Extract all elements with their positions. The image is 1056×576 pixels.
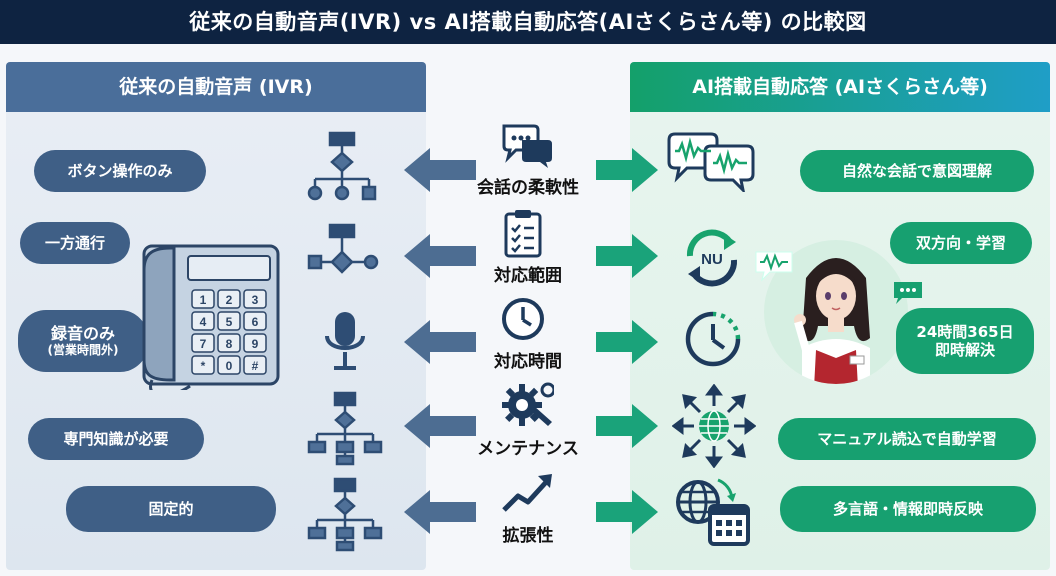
clipboard-checklist-icon (500, 208, 546, 258)
criterion-label: 対応範囲 (494, 266, 562, 286)
phone-key-label: 2 (226, 293, 233, 307)
arrow-to-ai (596, 404, 658, 448)
learning-badge-text: NU (701, 251, 723, 268)
arrow-to-ivr (404, 234, 476, 278)
microphone-icon (320, 308, 370, 374)
phone-key (243, 289, 267, 309)
ai-panel-header: AI搭載自動応答 (AIさくらさん等) (630, 62, 1050, 112)
phone-key (217, 289, 241, 309)
phone-key-label: 4 (200, 315, 207, 329)
flowchart-icon (305, 130, 380, 202)
clock-icon (500, 296, 546, 342)
arrow-to-ivr (404, 320, 476, 364)
criterion-label: 対応時間 (494, 352, 562, 372)
bubble-sublabel: (営業時間外) (47, 343, 119, 358)
phone-key (217, 333, 241, 353)
arrow-to-ivr (404, 490, 476, 534)
phone-key-label: 1 (200, 293, 207, 307)
ivr-bubble-button-only: ボタン操作のみ (34, 150, 206, 192)
phone-key-label: 7 (200, 337, 207, 351)
bubble-sublabel: 即時解決 (934, 341, 995, 359)
ai-bubble-manual-auto-learning: マニュアル読込で自動学習 (778, 418, 1036, 460)
ai-bubble-interactive-learning: 双方向・学習 (890, 222, 1032, 264)
globe-calendar-icon (672, 476, 752, 548)
phone-key (191, 311, 215, 331)
bubble-label: 24時間365日 (916, 323, 1014, 341)
phone-key (191, 333, 215, 353)
ai-bubble-multilingual: 多言語・情報即時反映 (780, 486, 1036, 532)
arrow-to-ai (596, 234, 658, 278)
flowchart-icon (305, 390, 385, 466)
chat-bubbles-icon (500, 122, 556, 168)
bubble-label: 専門知識が必要 (63, 430, 169, 448)
ai-bubble-24-7: 24時間365日 即時解決 (896, 308, 1034, 374)
voice-wave-bubbles-icon (665, 132, 757, 192)
phone-key (217, 311, 241, 331)
ivr-bubble-expertise-needed: 専門知識が必要 (28, 418, 204, 460)
flowchart-icon (305, 222, 380, 294)
ivr-bubble-recording-only: 録音のみ (営業時間外) (18, 310, 148, 372)
bubble-label: ボタン操作のみ (67, 162, 173, 180)
ai-bubble-natural-conversation: 自然な会話で意図理解 (800, 150, 1034, 192)
phone-key (243, 311, 267, 331)
flowchart-icon (305, 476, 385, 552)
ai-assistant-avatar (762, 238, 910, 386)
arrow-to-ivr (404, 404, 476, 448)
criterion-label: メンテナンス (477, 439, 579, 459)
phone-key-label: # (252, 359, 259, 373)
bubble-label: 一方通行 (44, 234, 105, 252)
phone-key (243, 333, 267, 353)
phone-key (191, 355, 215, 375)
phone-key-label: 0 (226, 359, 233, 373)
phone-key-label: * (201, 359, 206, 373)
ivr-panel-header: 従来の自動音声 (IVR) (6, 62, 426, 112)
phone-key-label: 9 (252, 337, 259, 351)
phone-key (191, 289, 215, 309)
arrow-to-ai (596, 490, 658, 534)
gear-wrench-icon (500, 380, 554, 430)
page-title: 従来の自動音声(IVR) vs AI搭載自動応答(AIさくらさん等) の比較図 (0, 0, 1056, 44)
bubble-label: マニュアル読込で自動学習 (817, 430, 997, 448)
phone-key-label: 8 (226, 337, 233, 351)
phone-key (243, 355, 267, 375)
refresh-learning-icon: NU (680, 226, 744, 290)
trend-up-icon (500, 470, 556, 516)
criterion-label: 会話の柔軟性 (477, 178, 579, 198)
bubble-label: 自然な会話で意図理解 (841, 162, 992, 180)
phone-key (217, 355, 241, 375)
typing-indicator-icon (892, 280, 924, 306)
arrow-to-ivr (404, 148, 476, 192)
ivr-bubble-fixed: 固定的 (66, 486, 276, 532)
clock-24h-icon (682, 308, 744, 370)
bubble-label: 固定的 (148, 500, 194, 518)
voice-wave-speech-bubble-icon (752, 248, 796, 282)
arrow-to-ai (596, 148, 658, 192)
bubble-label: 多言語・情報即時反映 (832, 500, 983, 518)
phone-key-label: 5 (226, 315, 233, 329)
phone-key-label: 3 (252, 293, 259, 307)
arrow-to-ai (596, 320, 658, 364)
ivr-bubble-one-way: 一方通行 (20, 222, 130, 264)
phone-key-label: 6 (252, 315, 259, 329)
bubble-label: 双方向・学習 (915, 234, 1006, 252)
bubble-label: 録音のみ (50, 324, 115, 344)
desk-phone-illustration: 1 2 3 4 5 6 7 8 9 * 0 # (130, 240, 280, 390)
criterion-label: 拡張性 (502, 526, 554, 546)
global-network-icon (672, 384, 756, 468)
